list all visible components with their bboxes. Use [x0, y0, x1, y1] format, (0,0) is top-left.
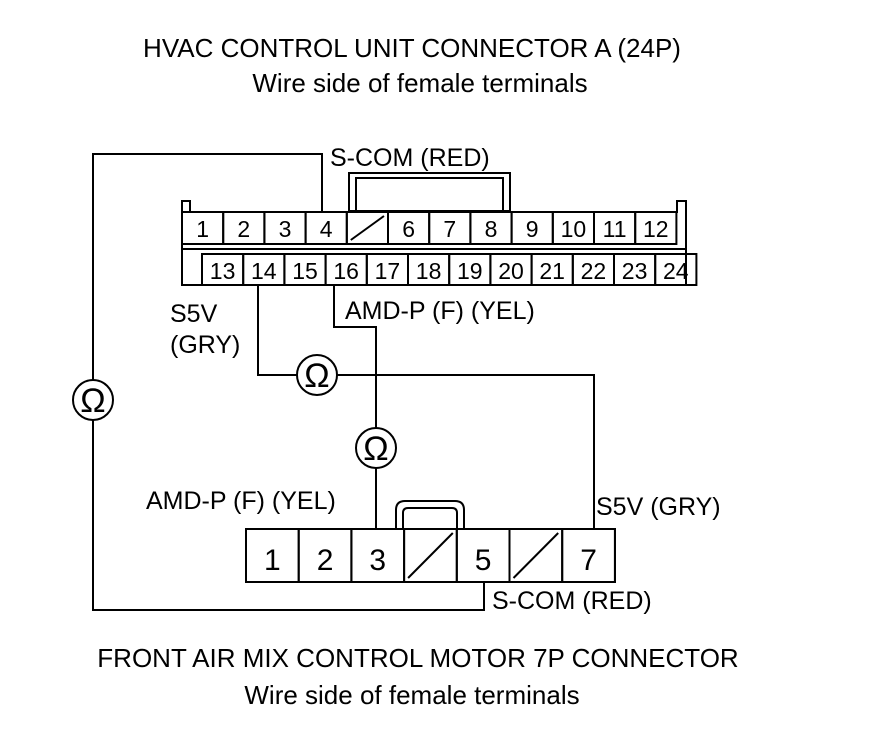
- svg-text:Ω: Ω: [363, 430, 388, 468]
- motor-s5v-label: S5V (GRY): [596, 493, 721, 521]
- hvac-pin-number: 17: [375, 258, 401, 284]
- motor-pin-cavity: [561, 528, 616, 583]
- wire-s5v: [257, 285, 595, 529]
- hvac-pin-number: 18: [416, 258, 442, 284]
- hvac-pin-number: 8: [485, 216, 498, 242]
- hvac-pin-number: 6: [402, 216, 415, 242]
- hvac-pin-cavity: [654, 253, 698, 286]
- hvac-pin-number: 13: [210, 258, 236, 284]
- wire-scom: [92, 153, 485, 611]
- unused-cavity-slash: [407, 532, 454, 579]
- hvac-connector-lock-tab-inner: [355, 177, 504, 212]
- svg-text:Ω: Ω: [80, 382, 105, 420]
- hvac-pin-number: 14: [251, 258, 277, 284]
- hvac-s5v-color-label: (GRY): [170, 331, 240, 359]
- motor-connector-lock-tab-inner: [402, 507, 458, 529]
- hvac-pin-number: 2: [237, 216, 250, 242]
- hvac-pin-number: 4: [320, 216, 333, 242]
- wire-amdp: [333, 285, 377, 529]
- hvac-pin-number: 1: [196, 216, 209, 242]
- hvac-pin-number: 20: [498, 258, 524, 284]
- hvac-pin-cavity: [634, 211, 678, 245]
- hvac-pin-number: 23: [622, 258, 648, 284]
- hvac-pin-number: 11: [603, 216, 627, 242]
- hvac-pin-number: 10: [561, 216, 587, 242]
- motor-connector-subtitle: Wire side of female terminals: [244, 680, 579, 710]
- ohmmeter-icon: Ω: [355, 427, 397, 469]
- motor-amdp-label: AMD-P (F) (YEL): [146, 487, 336, 515]
- motor-connector-pins: 1 2 3 5 7: [245, 528, 616, 583]
- hvac-pin-number: 9: [526, 216, 539, 242]
- motor-connector-title: FRONT AIR MIX CONTROL MOTOR 7P CONNECTOR: [97, 643, 738, 673]
- hvac-pin-number: 21: [539, 258, 565, 284]
- motor-pin-number: 5: [475, 544, 492, 577]
- motor-connector-lock-tab: [395, 500, 465, 529]
- motor-pin-number: 1: [264, 544, 281, 577]
- motor-pin-number: 3: [369, 544, 386, 577]
- hvac-pin-number: 19: [457, 258, 483, 284]
- hvac-pin-number: 24: [663, 258, 689, 284]
- hvac-s5v-label: S5V: [170, 300, 218, 328]
- hvac-amdp-label: AMD-P (F) (YEL): [345, 297, 535, 325]
- hvac-pin-number: 3: [279, 216, 292, 242]
- motor-pin-number: 7: [580, 544, 597, 577]
- hvac-pin-number: 12: [643, 216, 669, 242]
- unused-cavity-slash: [350, 215, 385, 241]
- hvac-pin-number: 16: [333, 258, 359, 284]
- motor-pin-number: 2: [317, 544, 334, 577]
- hvac-pin-number: 7: [443, 216, 456, 242]
- hvac-pin-number: 15: [292, 258, 318, 284]
- hvac-scom-label: S-COM (RED): [330, 144, 490, 172]
- ohmmeter-icon: Ω: [296, 354, 338, 396]
- hvac-connector-subtitle: Wire side of female terminals: [252, 68, 587, 98]
- motor-scom-label: S-COM (RED): [492, 587, 652, 615]
- hvac-pin-number: 22: [581, 258, 607, 284]
- hvac-connector-title: HVAC CONTROL UNIT CONNECTOR A (24P): [143, 33, 681, 63]
- unused-cavity-slash: [512, 532, 559, 579]
- svg-text:Ω: Ω: [304, 357, 329, 395]
- ohmmeter-icon: Ω: [72, 379, 114, 421]
